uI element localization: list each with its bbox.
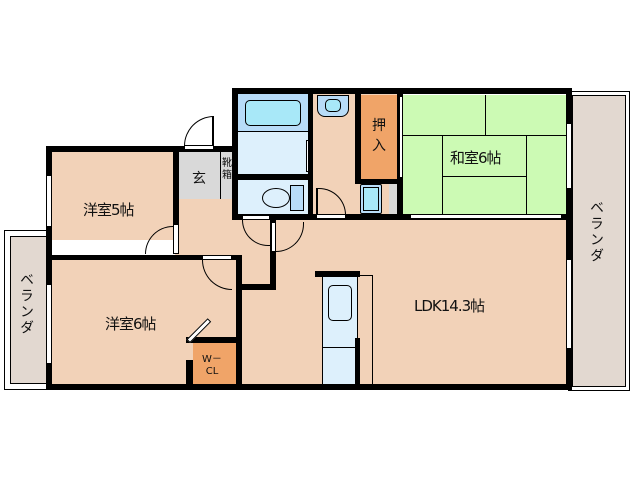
wall bbox=[236, 284, 276, 290]
window bbox=[46, 176, 52, 226]
wall bbox=[46, 255, 240, 260]
closet-label: 押入 bbox=[372, 118, 386, 154]
toilet-tank bbox=[290, 185, 304, 211]
wall bbox=[355, 179, 399, 184]
washing-machine-inner bbox=[363, 187, 379, 211]
ldk-label: LDK14.3帖 bbox=[414, 297, 485, 315]
tatami-line bbox=[526, 135, 527, 216]
wall bbox=[186, 337, 242, 343]
wall bbox=[232, 174, 312, 180]
tatami-line bbox=[442, 135, 443, 216]
japanese-room-6 bbox=[403, 95, 569, 216]
shoe-cabinet-label: 靴箱 bbox=[222, 158, 232, 181]
washbasin-bowl bbox=[325, 99, 341, 112]
walk-in-closet bbox=[193, 343, 236, 386]
shoe-cabinet bbox=[221, 152, 235, 199]
wall bbox=[46, 146, 236, 152]
walk-in-closet-label: W－ CL bbox=[200, 354, 224, 378]
western-room-5 bbox=[50, 150, 180, 240]
bathtub-basin bbox=[245, 100, 301, 126]
room6-door[interactable] bbox=[202, 255, 232, 260]
wic-label-line2: CL bbox=[205, 366, 219, 377]
window bbox=[399, 97, 403, 177]
wall bbox=[315, 271, 360, 277]
window bbox=[566, 260, 572, 348]
wall bbox=[270, 220, 276, 290]
western-room-5-label: 洋室5帖 bbox=[83, 201, 135, 219]
entrance-label: 玄 bbox=[192, 171, 206, 187]
veranda-left-label: ベランダ bbox=[18, 272, 34, 336]
window bbox=[566, 124, 572, 188]
tatami-line bbox=[485, 95, 486, 135]
wall bbox=[236, 255, 242, 390]
door-swing bbox=[184, 116, 214, 146]
entrance bbox=[179, 152, 221, 199]
window bbox=[46, 285, 52, 363]
wall bbox=[308, 88, 313, 220]
kitchen-sink bbox=[328, 285, 352, 321]
ldk-door[interactable] bbox=[271, 222, 276, 252]
wall bbox=[46, 384, 572, 390]
wall bbox=[186, 360, 193, 390]
sliding-door bbox=[411, 214, 561, 219]
wall bbox=[355, 338, 360, 388]
tatami-line bbox=[403, 135, 569, 136]
toilet-bowl bbox=[262, 188, 290, 208]
closet bbox=[361, 95, 398, 182]
wall bbox=[173, 146, 179, 250]
tatami-line bbox=[442, 176, 527, 177]
storage-strip bbox=[389, 184, 397, 214]
western-room-6-label: 洋室6帖 bbox=[105, 315, 157, 333]
japanese-room-label: 和室6帖 bbox=[450, 149, 502, 167]
wic-label-line1: W－ bbox=[202, 354, 222, 365]
room5-door[interactable] bbox=[173, 224, 179, 254]
kitchen-edge-line bbox=[360, 275, 373, 388]
wall bbox=[232, 88, 238, 220]
wall bbox=[566, 88, 572, 390]
veranda-right bbox=[572, 95, 626, 387]
wall bbox=[355, 88, 361, 184]
wall bbox=[46, 146, 52, 390]
veranda-right-label: ベランダ bbox=[588, 200, 604, 264]
kitchen-divider bbox=[322, 347, 358, 348]
